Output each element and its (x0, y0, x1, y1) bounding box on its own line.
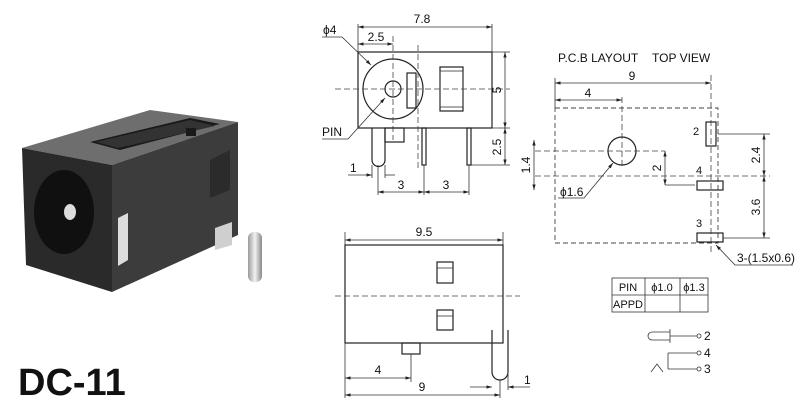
top-view (322, 24, 510, 195)
pcb-dim-hole-y: 1.4 (519, 156, 533, 173)
pcb-dim-hole-dia: ϕ1.6 (560, 185, 584, 199)
product-photo (22, 110, 262, 292)
pcb-dim-width: 9 (629, 69, 636, 83)
pcb-dim-pin3: 3.6 (749, 198, 763, 215)
pcb-title: P.C.B LAYOUT (558, 51, 639, 65)
top-dim-pitch-1: 3 (398, 178, 405, 192)
pcb-layout (532, 75, 793, 266)
top-dim-pitch-2: 3 (443, 178, 450, 192)
top-dim-center: 2.5 (368, 30, 385, 44)
pcb-dim-offset: 2 (650, 164, 664, 171)
pcb-dim-pin2: 2.4 (749, 146, 763, 163)
top-pin-label: PIN (322, 125, 342, 139)
top-dim-pin-len: 2.5 (490, 138, 504, 155)
top-dim-height: 5 (490, 86, 504, 93)
side-dim-total: 9 (419, 380, 426, 394)
side-view (335, 232, 530, 398)
pcb-pin-label-3: 3 (696, 218, 702, 230)
pcb-dim-hole-x: 4 (585, 86, 592, 100)
top-dim-width: 7.8 (414, 12, 431, 26)
table-row-appd: APPD (613, 299, 643, 311)
schematic-pin-4: 4 (704, 346, 711, 360)
schematic-symbol (647, 329, 702, 373)
side-dim-width: 9.5 (416, 225, 433, 239)
pcb-subtitle: TOP VIEW (652, 51, 711, 65)
side-dim-pin: 1 (524, 373, 531, 387)
top-dim-diameter: ϕ4 (323, 23, 337, 37)
pin-table (611, 277, 709, 313)
pcb-pad-spec: 3-(1.5x0.6) (737, 251, 795, 265)
model-name: DC-11 (18, 362, 126, 404)
side-dim-pad-offset: 4 (375, 363, 382, 377)
top-dim-pin-offset: 1 (350, 161, 357, 175)
table-header-dia2: ϕ1.3 (683, 282, 704, 294)
schematic-pin-2: 2 (704, 329, 711, 343)
schematic-pin-3: 3 (704, 362, 711, 376)
table-header-pin: PIN (619, 282, 637, 294)
pcb-pin-label-2: 2 (693, 126, 699, 138)
pcb-pin-label-4: 4 (696, 165, 702, 177)
table-header-dia1: ϕ1.0 (651, 282, 672, 294)
